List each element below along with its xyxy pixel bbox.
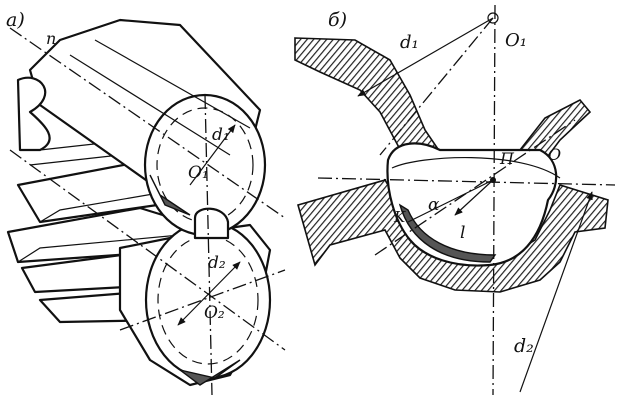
d1-dimension-arrow bbox=[189, 124, 236, 186]
label-o2: O₂ bbox=[204, 303, 225, 323]
label-d1: d₁ bbox=[212, 125, 230, 145]
label-n: п bbox=[46, 29, 56, 48]
label-o: O bbox=[548, 145, 561, 164]
label-d2: d₂ bbox=[208, 253, 226, 273]
label-k: K bbox=[393, 208, 406, 226]
upper-gear-axis bbox=[9, 27, 286, 219]
d2-dimension-arrow bbox=[177, 261, 241, 326]
d2-dimension-line-b bbox=[519, 191, 593, 393]
label-d1-b: d₁ bbox=[400, 32, 419, 53]
d1-dimension-line-b bbox=[357, 17, 494, 97]
label-alpha: α bbox=[428, 195, 440, 215]
label-d2-b: d₂ bbox=[514, 335, 534, 357]
o1-center-marker bbox=[487, 12, 499, 24]
pole-point bbox=[490, 177, 496, 183]
panel-b: б) O₁ d₁ П O K α l d₂ bbox=[294, 4, 616, 396]
label-o1: O₁ bbox=[188, 163, 209, 183]
radius-to-k bbox=[407, 179, 494, 223]
tangent-line bbox=[317, 177, 616, 186]
pitch-arc bbox=[391, 157, 561, 179]
vertical-center-line-b bbox=[492, 4, 496, 396]
vertical-center-line bbox=[204, 94, 213, 396]
contact-line bbox=[374, 119, 576, 256]
upper-radius-line bbox=[379, 17, 494, 156]
label-o1-b: O₁ bbox=[505, 30, 527, 51]
l-arrow bbox=[454, 179, 494, 216]
panel-a: а) п d₁ O₁ d₂ O₂ bbox=[6, 9, 286, 396]
panel-a-tag: а) bbox=[6, 9, 25, 31]
label-p: П bbox=[499, 149, 515, 168]
contact-shading bbox=[398, 203, 497, 263]
mesh-notch bbox=[193, 207, 230, 240]
cross-axis bbox=[119, 269, 286, 331]
label-l: l bbox=[460, 223, 465, 243]
panel-b-tag: б) bbox=[328, 9, 347, 31]
